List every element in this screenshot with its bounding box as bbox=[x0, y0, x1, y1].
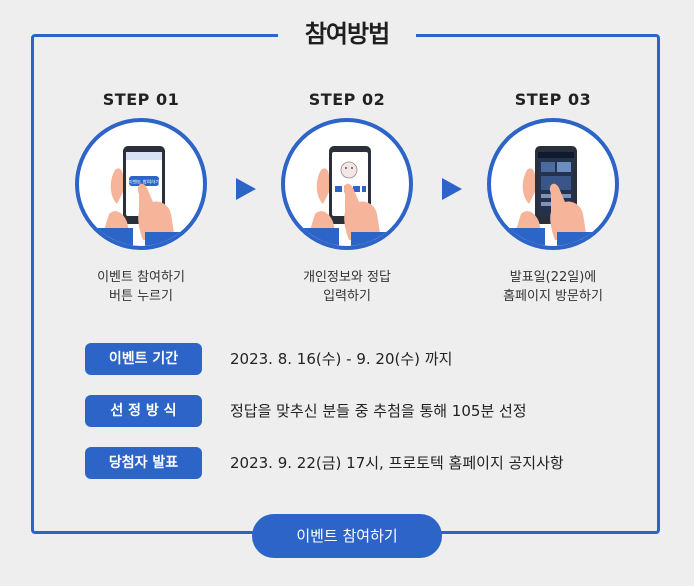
winner-announcement-badge: 당첨자 발표 bbox=[85, 447, 202, 479]
triangle-right-icon bbox=[236, 178, 256, 200]
step-1-desc-line-1: 이벤트 참여하기 bbox=[97, 270, 185, 285]
screen-button-text: 이벤트 참여하기 bbox=[128, 179, 159, 186]
step-3-label: STEP 03 bbox=[514, 90, 592, 109]
selection-method-badge: 선 정 방 식 bbox=[85, 395, 202, 427]
step-1-desc-line-2: 버튼 누르기 bbox=[109, 289, 173, 304]
step-1-label: STEP 01 bbox=[102, 90, 180, 109]
event-period-badge: 이벤트 기간 bbox=[85, 343, 202, 375]
step-2-description: 개인정보와 정답 입력하기 bbox=[267, 268, 427, 306]
phone-in-hand-icon bbox=[297, 146, 391, 246]
step-3: STEP 03 발표일(22일)에 홈페이지 방문하기 bbox=[473, 90, 633, 304]
step-2-desc-line-1: 개인정보와 정답 bbox=[303, 270, 391, 285]
step-3-desc-line-2: 홈페이지 방문하기 bbox=[503, 289, 603, 304]
event-period-text: 2023. 8. 16(수) - 9. 20(수) 까지 bbox=[230, 350, 453, 368]
winner-announcement-text: 2023. 9. 22(금) 17시, 프로토텍 홈페이지 공지사항 bbox=[230, 454, 564, 472]
selection-method-row: 선 정 방 식 정답을 맞추신 분들 중 추첨을 통해 105분 선정 bbox=[85, 395, 645, 427]
step-2-illustration bbox=[281, 118, 413, 250]
step-2-desc-line-2: 입력하기 bbox=[323, 289, 371, 304]
winner-announcement-row: 당첨자 발표 2023. 9. 22(금) 17시, 프로토텍 홈페이지 공지사… bbox=[85, 447, 645, 479]
step-1-illustration: 이벤트 참여하기 bbox=[75, 118, 207, 250]
step-1-description: 이벤트 참여하기 버튼 누르기 bbox=[61, 268, 221, 306]
event-period-row: 이벤트 기간 2023. 8. 16(수) - 9. 20(수) 까지 bbox=[85, 343, 645, 375]
step-2: STEP 02 개인정보와 정답 입력하기 bbox=[267, 90, 427, 304]
step-1: STEP 01 이벤트 참여하기 이벤트 참여하기 버튼 누르기 bbox=[61, 90, 221, 304]
step-3-illustration bbox=[487, 118, 619, 250]
triangle-right-icon bbox=[442, 178, 462, 200]
step-3-description: 발표일(22일)에 홈페이지 방문하기 bbox=[473, 268, 633, 306]
phone-in-hand-icon: 이벤트 참여하기 bbox=[91, 146, 185, 246]
step-3-desc-line-1: 발표일(22일)에 bbox=[509, 270, 597, 285]
title-container: 참여방법 bbox=[278, 14, 416, 54]
participate-button[interactable]: 이벤트 참여하기 bbox=[252, 514, 442, 558]
phone-in-hand-icon bbox=[503, 146, 597, 246]
step-2-label: STEP 02 bbox=[308, 90, 386, 109]
page-title: 참여방법 bbox=[304, 20, 390, 48]
selection-method-text: 정답을 맞추신 분들 중 추첨을 통해 105분 선정 bbox=[230, 402, 527, 420]
